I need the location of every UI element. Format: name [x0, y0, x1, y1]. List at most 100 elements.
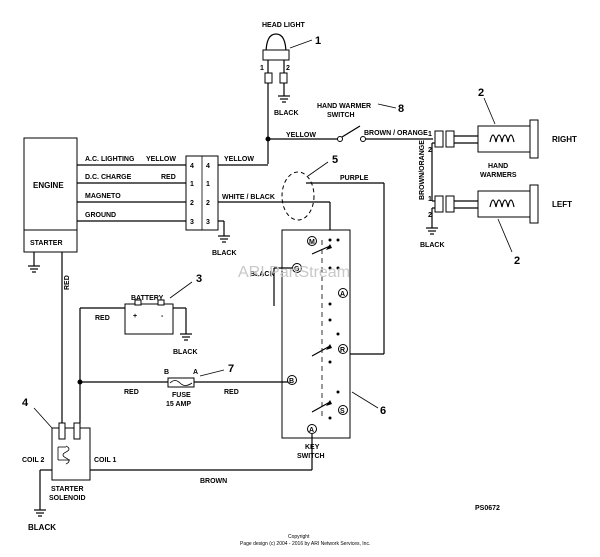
ac-lighting-label: A.C. LIGHTING — [85, 156, 135, 163]
svg-text:4: 4 — [206, 163, 210, 170]
callout-4: 4 — [22, 397, 29, 409]
yellow-wire-label-top: YELLOW — [286, 132, 316, 139]
headlight-terminal-1 — [264, 72, 273, 84]
left-warmer-coil — [489, 199, 515, 208]
battery-red-label: RED — [95, 315, 110, 322]
watermark: ARI PartStream — [238, 264, 350, 281]
right-label: RIGHT — [552, 135, 577, 144]
solenoid-ground-label: BLACK — [28, 523, 56, 532]
purple-wire: PURPLE 5 — [281, 154, 385, 355]
ground-label: GROUND — [85, 212, 116, 219]
terminal-m: M — [309, 239, 315, 246]
headlight-pin-1: 1 — [260, 65, 264, 72]
red-wire-label-engine: RED — [161, 174, 176, 181]
battery-label: BATTERY — [131, 295, 164, 302]
fuse-b-label: B — [164, 369, 169, 376]
starter-label: STARTER — [30, 240, 63, 247]
yellow-wire-label-connector: YELLOW — [224, 156, 254, 163]
terminal-s: A — [309, 427, 314, 434]
svg-text:3: 3 — [190, 219, 194, 226]
hand-warmers-label-1: HAND — [488, 163, 508, 170]
terminal-g: G — [294, 266, 300, 273]
callout-2-bottom: 2 — [514, 255, 520, 267]
starter-solenoid: COIL 2 COIL 1 STARTER SOLENOID RED BLACK… — [22, 252, 313, 532]
svg-text:2: 2 — [428, 147, 432, 154]
warmer-ground-label: BLACK — [420, 242, 445, 249]
svg-text:1: 1 — [428, 131, 432, 138]
brown-orange-vertical-label: BROWN/ORANGE — [419, 140, 426, 200]
key-switch-ground-label: BLACK — [250, 271, 275, 278]
fuse-red-label-right: RED — [224, 389, 239, 396]
battery: BATTERY + - RED BLACK 3 — [80, 273, 202, 356]
svg-text:1: 1 — [206, 181, 210, 188]
fuse-body — [167, 377, 195, 388]
terminal-b: B — [289, 378, 294, 385]
battery-ground-label: BLACK — [173, 349, 198, 356]
callout-3: 3 — [196, 273, 202, 285]
brown-orange-wire-label: BROWN / ORANGE — [364, 130, 428, 137]
headlight-terminal-2 — [279, 72, 288, 84]
svg-text:4: 4 — [190, 163, 194, 170]
svg-text:2: 2 — [428, 212, 432, 219]
starter-red-label: RED — [64, 275, 71, 290]
head-light-label: HEAD LIGHT — [262, 22, 306, 29]
purple-label: PURPLE — [340, 175, 369, 182]
right-warmer-element — [477, 125, 531, 153]
left-warmer-element — [477, 190, 531, 218]
connector-ground-label: BLACK — [212, 250, 237, 257]
dc-charge-label: D.C. CHARGE — [85, 174, 132, 181]
hand-warmers: 1 2 RIGHT HAND WARMERS 1 2 LEFT BROWN/OR… — [419, 87, 577, 267]
battery-plus: + — [133, 313, 137, 320]
terminal-r: R — [340, 347, 345, 354]
engine: ENGINE STARTER A.C. LIGHTING D.C. CHARGE… — [23, 137, 186, 273]
engine-connector: 4 1 2 3 4 1 2 3 YELLOW WHITE / BLACK BLA… — [185, 155, 331, 257]
svg-text:2: 2 — [190, 200, 194, 207]
left-label: LEFT — [552, 200, 572, 209]
yellow-wire-label-engine: YELLOW — [146, 156, 176, 163]
callout-8: 8 — [398, 103, 404, 115]
part-code: PS0672 — [475, 505, 500, 512]
solenoid-coil — [62, 445, 70, 465]
starter-solenoid-label-2: SOLENOID — [49, 495, 86, 502]
callout-7: 7 — [228, 363, 234, 375]
left-warmer-connector — [434, 195, 444, 213]
key-switch: M G A R B S A KEY SWITCH BLAC — [250, 229, 386, 460]
copyright-line-2: Page design (c) 2004 - 2016 by ARI Netwo… — [240, 541, 370, 547]
battery-box — [124, 303, 174, 335]
svg-text:1: 1 — [190, 181, 194, 188]
hand-warmers-label-2: WARMERS — [480, 172, 517, 179]
starter-box — [23, 229, 78, 253]
copyright-line-1: Copyright — [288, 534, 310, 540]
starter-solenoid-label-1: STARTER — [51, 486, 84, 493]
callout-1: 1 — [315, 35, 321, 47]
headlight-base — [262, 49, 290, 61]
svg-text:3: 3 — [206, 219, 210, 226]
callout-5: 5 — [332, 154, 338, 166]
brown-label: BROWN — [200, 478, 227, 485]
hand-warmer-switch: HAND WARMER SWITCH YELLOW BROWN / ORANGE… — [268, 103, 433, 142]
callout-6: 6 — [380, 405, 386, 417]
headlight-pin-2: 2 — [286, 65, 290, 72]
terminal-a-top: A — [340, 291, 345, 298]
fuse: B A FUSE 15 AMP RED RED 7 — [77, 363, 288, 408]
key-switch-label-2: SWITCH — [297, 453, 325, 460]
headlight-ground-label: BLACK — [274, 110, 299, 117]
magneto-label: MAGNETO — [85, 193, 121, 200]
white-black-label: WHITE / BLACK — [222, 194, 275, 201]
headlight-bulb — [265, 33, 287, 55]
terminal-a-bottom: S — [340, 408, 345, 415]
fuse-label-2: 15 AMP — [166, 401, 191, 408]
coil2-label: COIL 2 — [22, 457, 45, 464]
head-light: HEAD LIGHT 1 2 BLACK 1 — [260, 22, 321, 164]
right-warmer-connector — [434, 130, 444, 148]
hand-warmer-switch-label-1: HAND WARMER — [317, 103, 371, 110]
engine-box — [23, 137, 78, 231]
coil1-label: COIL 1 — [94, 457, 117, 464]
hand-warmer-switch-label-2: SWITCH — [327, 112, 355, 119]
svg-text:2: 2 — [206, 200, 210, 207]
callout-2-top: 2 — [478, 87, 484, 99]
fuse-a-label: A — [193, 369, 198, 376]
engine-label: ENGINE — [33, 181, 64, 190]
right-warmer-coil — [489, 134, 515, 143]
